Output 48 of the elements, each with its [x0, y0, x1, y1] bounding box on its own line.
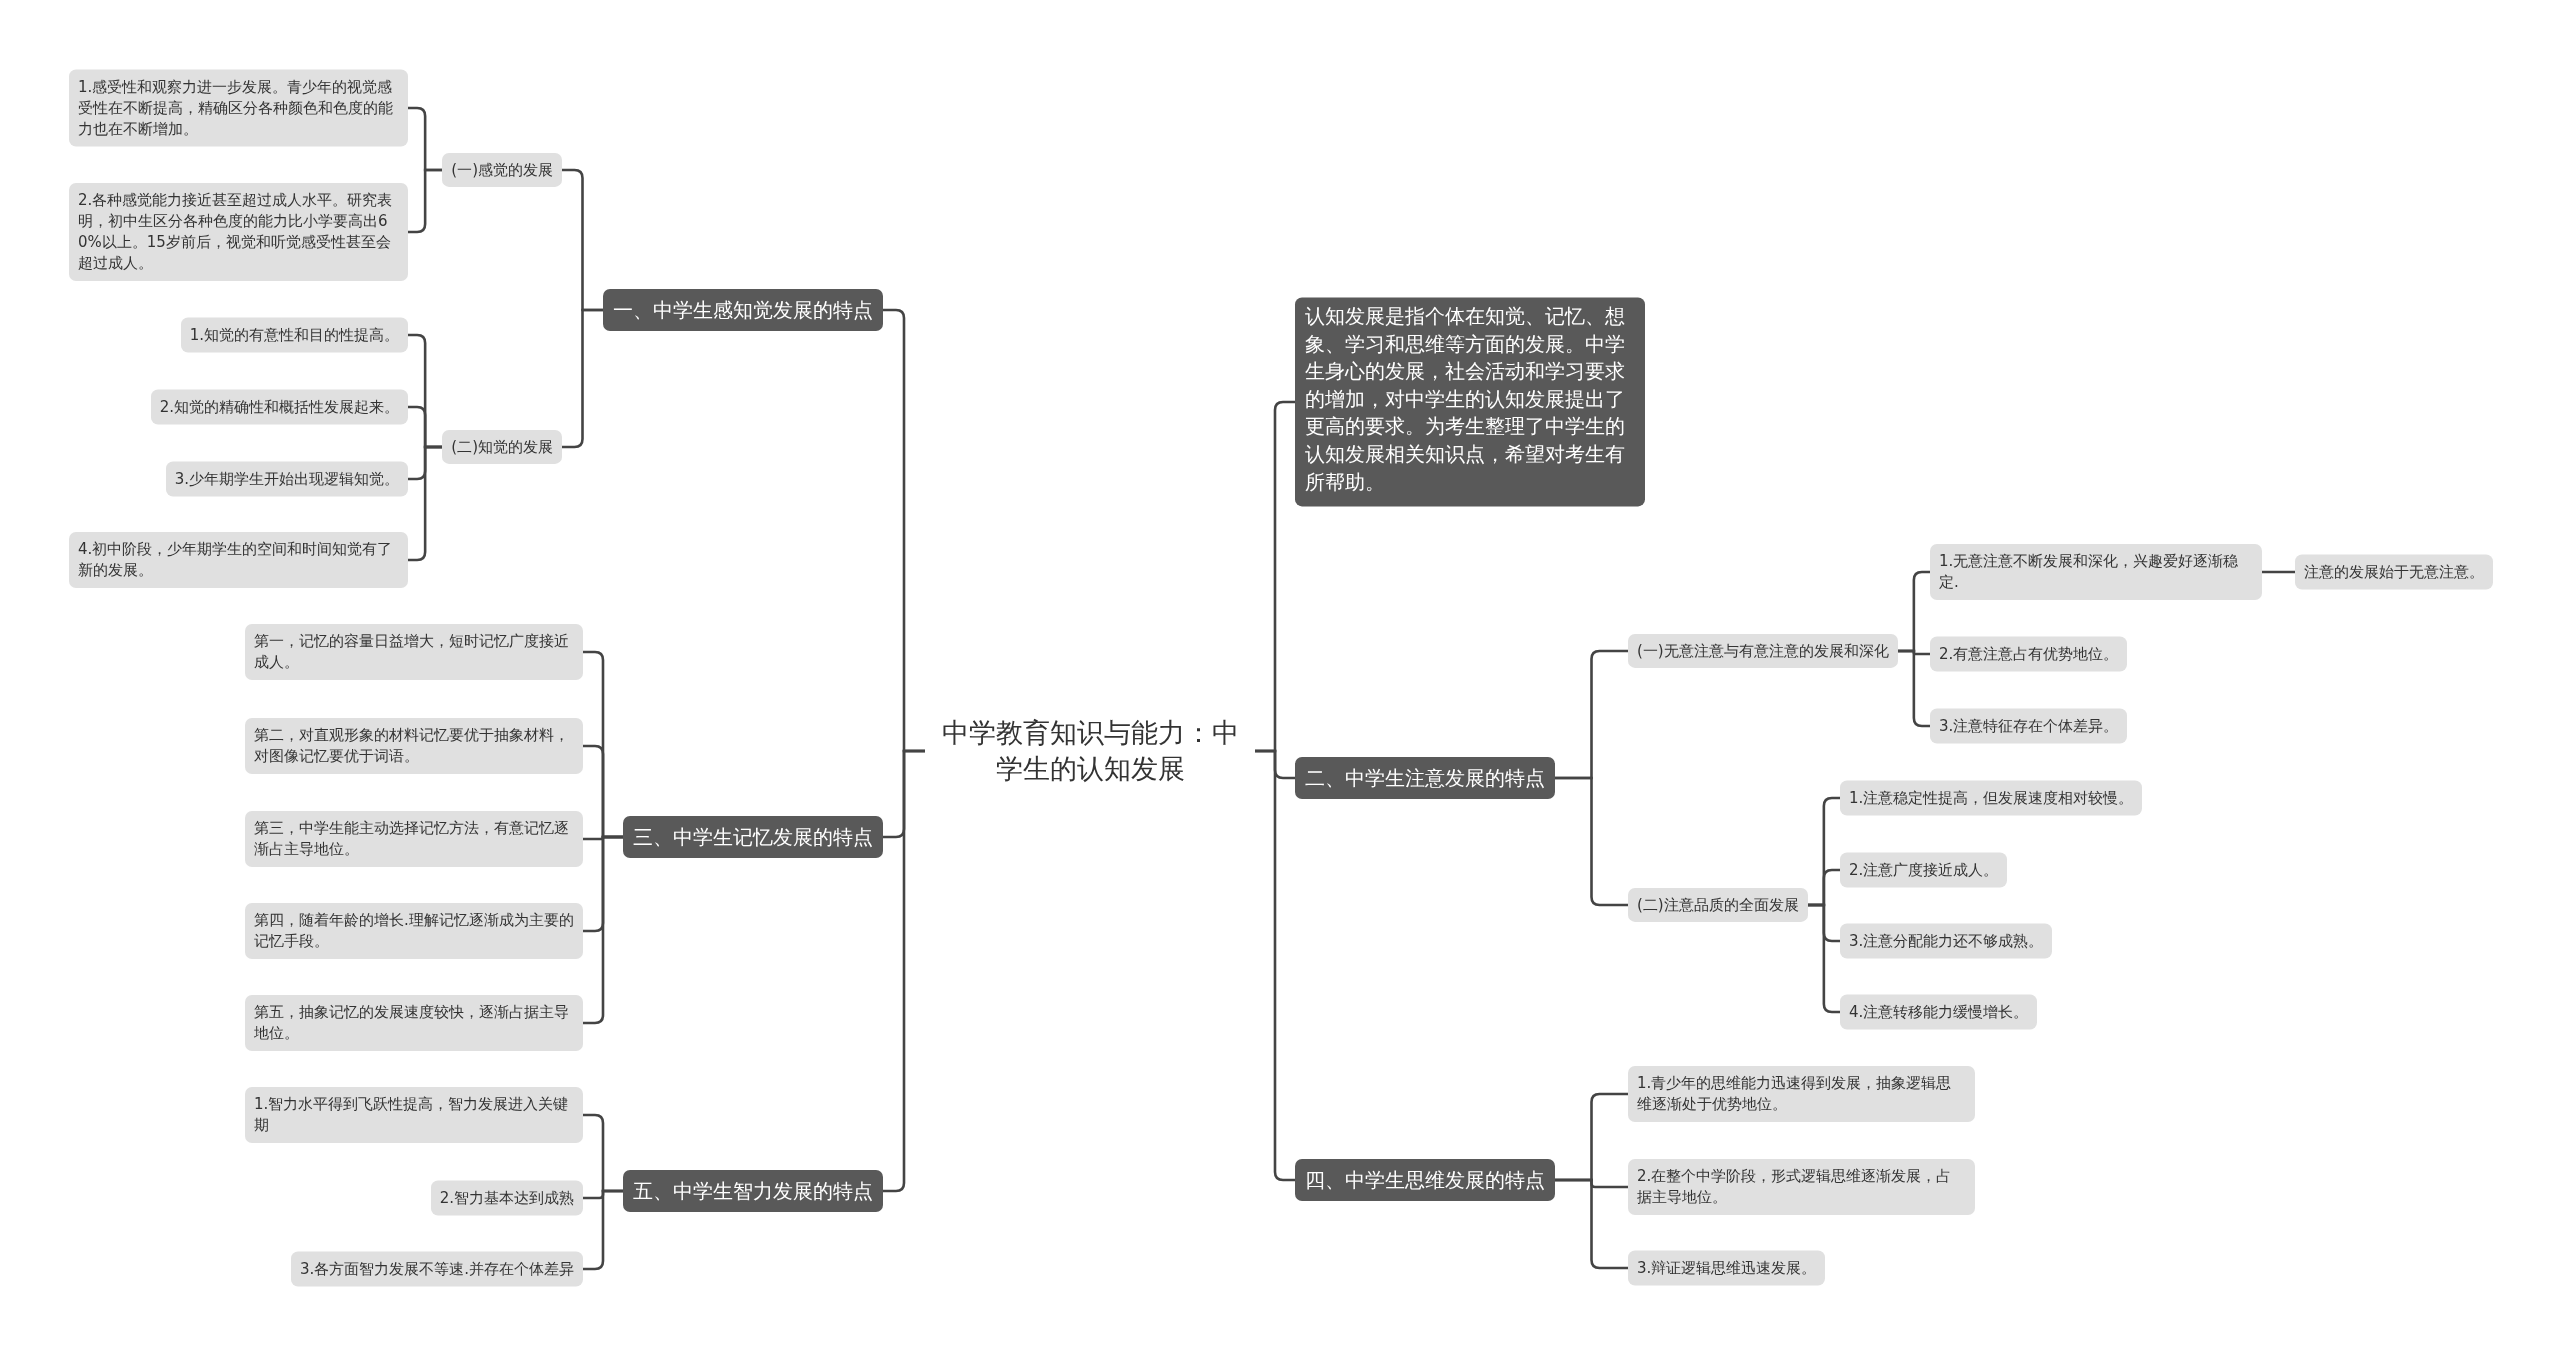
connector-line: [883, 749, 925, 1193]
connector-line: [1555, 1178, 1628, 1270]
leaf-note: 3.注意分配能力还不够成熟。: [1840, 923, 2053, 959]
connector-line: [2262, 570, 2295, 574]
branch-topic: 五、中学生智力发展的特点: [623, 1170, 883, 1212]
leaf-note: 2.在整个中学阶段，形式逻辑思维逐渐发展，占据主导地位。: [1628, 1159, 1975, 1215]
branch-topic: 三、中学生记忆发展的特点: [623, 816, 883, 858]
connector-line: [583, 835, 623, 1025]
connector-line: [408, 168, 443, 234]
leaf-note: 第五，抽象记忆的发展速度较快，逐渐占据主导地位。: [245, 995, 583, 1051]
leaf-note: 3.注意特征存在个体差异。: [1930, 708, 2128, 744]
leaf-note: 1.无意注意不断发展和深化，兴趣爱好逐渐稳定.: [1930, 544, 2262, 600]
leaf-note: 第一，记忆的容量日益增大，短时记忆广度接近成人。: [245, 624, 583, 680]
branch-topic: 四、中学生思维发展的特点: [1295, 1159, 1555, 1201]
subtopic-box: (一)无意注意与有意注意的发展和深化: [1628, 633, 1898, 669]
leaf-note: 2.注意广度接近成人。: [1840, 852, 2008, 888]
leaf-note: 2.各种感觉能力接近甚至超过成人水平。研究表明，初中生区分各种色度的能力比小学要高出60%以上。15岁前后，视觉和听觉感受性甚至会超过成人。: [69, 183, 408, 281]
branch-topic: 二、中学生注意发展的特点: [1295, 757, 1555, 799]
leaf-note: 1.智力水平得到飞跃性提高，智力发展进入关键期: [245, 1087, 583, 1143]
leaf-note: 3.少年期学生开始出现逻辑知觉。: [165, 461, 408, 497]
subtopic-box: (一)感觉的发展: [442, 152, 562, 188]
subtopic-box: (二)知觉的发展: [442, 429, 562, 465]
leaf-note: 1.感受性和观察力进一步发展。青少年的视觉感受性在不断提高，精确区分各种颜色和色度的能力也在不断增加。: [69, 69, 408, 147]
subtopic-box: (二)注意品质的全面发展: [1628, 887, 1808, 923]
connector-line: [1555, 776, 1628, 907]
leaf-note: 第二，对直观形象的材料记忆要优于抽象材料，对图像记忆要优于词语。: [245, 718, 583, 774]
connector-line: [1255, 749, 1295, 1182]
leaf-note: 1.注意稳定性提高，但发展速度相对较慢。: [1840, 780, 2143, 816]
leaf-note: 2.有意注意占有优势地位。: [1930, 636, 2128, 672]
summary-note: 认知发展是指个体在知觉、记忆、想象、学习和思维等方面的发展。中学生身心的发展，社会活动和学习要求的增加，对中学生的认知发展提出了更高的要求。为考生整理了中学生的认知发展相关知识点，希望对考生有所帮助。: [1295, 297, 1645, 507]
leaf-note: 注意的发展始于无意注意。: [2295, 554, 2493, 590]
leaf-note: 1.知觉的有意性和目的性提高。: [180, 317, 408, 353]
leaf-note: 1.青少年的思维能力迅速得到发展，抽象逻辑思维逐渐处于优势地位。: [1628, 1066, 1975, 1122]
connector-line: [583, 1189, 623, 1271]
leaf-note: 2.知觉的精确性和概括性发展起来。: [150, 389, 408, 425]
connector-line: [1807, 903, 1840, 1014]
leaf-note: 4.注意转移能力缓慢增长。: [1840, 994, 2038, 1030]
leaf-note: 2.智力基本达到成熟: [430, 1180, 583, 1216]
connector-line: [408, 445, 443, 562]
leaf-note: 第四，随着年龄的增长.理解记忆逐渐成为主要的记忆手段。: [245, 903, 583, 959]
branch-topic: 一、中学生感知觉发展的特点: [603, 289, 883, 331]
leaf-note: 4.初中阶段，少年期学生的空间和时间知觉有了新的发展。: [69, 532, 408, 588]
connector-line: [1897, 649, 1930, 728]
leaf-note: 3.辩证逻辑思维迅速发展。: [1628, 1250, 1826, 1286]
leaf-note: 第三，中学生能主动选择记忆方法，有意记忆逐渐占主导地位。: [245, 811, 583, 867]
connector-line: [562, 308, 603, 449]
leaf-note: 3.各方面智力发展不等速.并存在个体差异: [290, 1251, 583, 1287]
central-topic: 中学教育知识与能力：中学生的认知发展: [925, 710, 1255, 792]
